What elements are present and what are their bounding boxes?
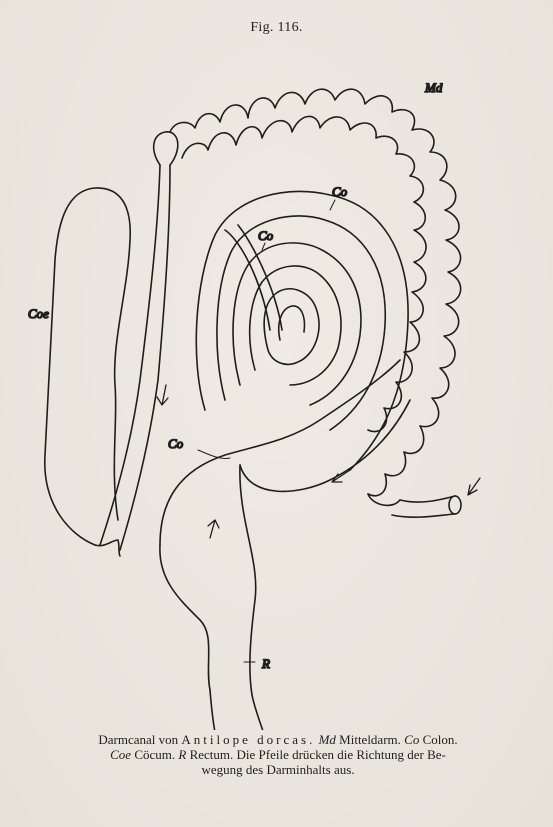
colon-descending-right bbox=[240, 400, 410, 491]
label-r: R bbox=[261, 656, 270, 671]
colon-core-inner bbox=[279, 306, 305, 340]
caption-abbrev: Md bbox=[319, 732, 336, 747]
mitteldarm-outer bbox=[170, 89, 461, 496]
arrows bbox=[157, 385, 480, 538]
caption-species: Antilope dorcas. bbox=[181, 732, 315, 747]
colon-core bbox=[264, 289, 319, 364]
caption-text: Cöcum. bbox=[134, 747, 175, 762]
caption-text: Colon. bbox=[423, 732, 458, 747]
colon-descending-left bbox=[160, 360, 400, 545]
figure-title: Fig. 116. bbox=[0, 20, 553, 36]
arrow-colon-up bbox=[208, 520, 219, 538]
arrow-colon-down bbox=[332, 470, 350, 482]
figure-caption: Darmcanal von Antilope dorcas. Md Mittel… bbox=[18, 732, 538, 777]
mitteldarm-cut-end bbox=[449, 496, 461, 514]
caption-abbrev: Co bbox=[404, 732, 419, 747]
caption-text: Rectum. Die Pfeile drücken die Richtung … bbox=[190, 747, 446, 762]
caption-text: Mitteldarm. bbox=[339, 732, 401, 747]
intestine-diagram: Md Co Co Coe Co R bbox=[0, 50, 553, 730]
colon-to-rectum bbox=[160, 465, 256, 695]
ileum-top bbox=[154, 132, 178, 165]
label-co-outer: Co bbox=[332, 184, 348, 199]
label-co-lower: Co bbox=[168, 436, 184, 451]
caption-abbrev: Coe bbox=[110, 747, 131, 762]
label-md: Md bbox=[424, 80, 443, 95]
caption-text: Darmcanal von bbox=[98, 732, 178, 747]
colon-loop-2 bbox=[217, 216, 385, 430]
caption-line-1: Darmcanal von Antilope dorcas. Md Mittel… bbox=[18, 732, 538, 747]
leader-co-outer bbox=[330, 200, 335, 210]
caecum-tip bbox=[95, 540, 120, 556]
mitteldarm-tail bbox=[392, 496, 455, 517]
label-coe: Coe bbox=[28, 306, 49, 321]
caption-line-2: Coe Cöcum. R Rectum. Die Pfeile drücken … bbox=[18, 747, 538, 762]
ileum-tube-right bbox=[120, 165, 170, 550]
caption-abbrev: R bbox=[178, 747, 186, 762]
arrow-mitteldarm bbox=[468, 478, 480, 495]
arrow-ileum bbox=[157, 385, 168, 405]
rectum bbox=[210, 690, 268, 730]
caption-line-3: wegung des Darminhalts aus. bbox=[18, 762, 538, 777]
mitteldarm-inner bbox=[182, 116, 426, 431]
label-co-inner: Co bbox=[258, 228, 274, 243]
caecum-outline bbox=[45, 188, 130, 545]
